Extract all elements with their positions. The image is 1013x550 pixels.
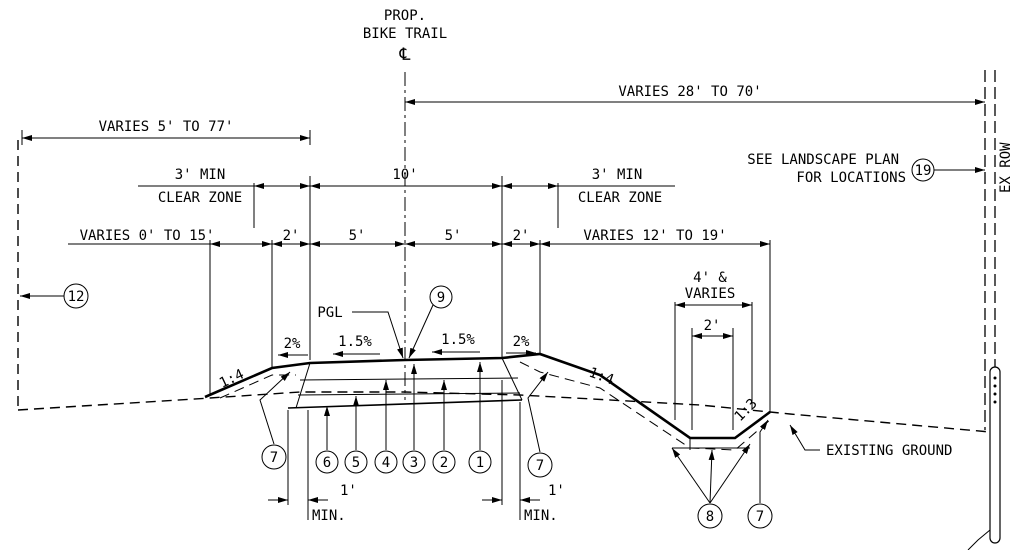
dim-min-right: 1' MIN. bbox=[482, 380, 565, 524]
callout-3: 3 bbox=[410, 455, 418, 471]
landscape-label-1: SEE LANDSCAPE PLAN bbox=[747, 152, 899, 168]
row-marker-post bbox=[989, 366, 1001, 544]
backslope-label: 1:3 bbox=[732, 396, 761, 425]
callout-7-mid-circle bbox=[527, 452, 553, 478]
existing-ground-line bbox=[17, 391, 991, 433]
finished-grade-line bbox=[204, 352, 771, 440]
callout-19: 19 bbox=[915, 163, 932, 179]
landscape-note: SEE LANDSCAPE PLAN FOR LOCATIONS 19 bbox=[747, 152, 985, 186]
callout-7-right-circle bbox=[747, 503, 773, 529]
callout-5-circle bbox=[344, 450, 368, 474]
callout-2-circle bbox=[432, 450, 456, 474]
dim-left-varies-label: VARIES 5' TO 77' bbox=[99, 119, 234, 135]
right-half-label: 5' bbox=[445, 228, 462, 244]
callout-4-circle bbox=[374, 450, 398, 474]
left-shoulder-slope-label: 2% bbox=[284, 336, 301, 352]
landscape-label-2: FOR LOCATIONS bbox=[796, 170, 906, 186]
callout-7-left-circle bbox=[261, 444, 287, 470]
callout-6: 6 bbox=[323, 455, 331, 471]
dim-row-lower: VARIES 0' TO 15' 2' 5' 5' 2' VARIES 12' … bbox=[68, 228, 771, 412]
pavement-edge-left bbox=[295, 362, 311, 409]
left-cross-slope-label: 1.5% bbox=[338, 334, 372, 350]
callout-8: 8 bbox=[706, 509, 714, 525]
right-of-way-group: EX ROW bbox=[967, 70, 1013, 550]
right-cross-slope-label: 1.5% bbox=[441, 332, 475, 348]
left-clear-zone-label: CLEAR ZONE bbox=[158, 190, 242, 206]
centerline-label-2: BIKE TRAIL bbox=[363, 26, 447, 42]
ex-row-label: EX ROW bbox=[998, 142, 1013, 193]
centerline-label-1: PROP. bbox=[384, 8, 426, 24]
callout-12-circle bbox=[63, 283, 89, 309]
callout-12-group: 12 bbox=[20, 283, 89, 309]
callout-9-circle bbox=[429, 285, 453, 309]
right-shoulder-range-label: VARIES 12' TO 19' bbox=[583, 228, 726, 244]
pavement-layer-2 bbox=[297, 392, 521, 396]
callout-8-group: 8 bbox=[671, 443, 751, 529]
proposed-section bbox=[204, 352, 771, 451]
pgl-label: PGL bbox=[317, 305, 342, 321]
callout-12: 12 bbox=[68, 289, 85, 305]
dim-ditch: 4' & VARIES 2' bbox=[674, 270, 753, 430]
pavement-layer-1 bbox=[299, 377, 519, 381]
right-min-label: MIN. bbox=[524, 508, 558, 524]
row-marker-leader bbox=[967, 529, 991, 550]
left-half-label: 5' bbox=[349, 228, 366, 244]
right-clear-zone-label: CLEAR ZONE bbox=[578, 190, 662, 206]
dim-min-left: 1' MIN. bbox=[268, 410, 357, 524]
trail-width-label: 10' bbox=[392, 167, 417, 183]
row-marker-dot-2 bbox=[993, 384, 997, 388]
ditch-bottom-label: 2' bbox=[704, 318, 721, 334]
pgl-callout: PGL 9 bbox=[317, 285, 453, 359]
callout-5: 5 bbox=[352, 455, 360, 471]
right-foreslope-label: 1:4 bbox=[587, 365, 616, 389]
dim-left-varies: VARIES 5' TO 77' bbox=[21, 119, 311, 145]
topsoil-right bbox=[519, 361, 771, 451]
callout-3-circle bbox=[402, 450, 426, 474]
dim-left-clear-zone: 3' MIN CLEAR ZONE bbox=[138, 167, 310, 228]
row-marker-dot-3 bbox=[993, 392, 997, 396]
centerline-group: PROP. BIKE TRAIL ℄ bbox=[363, 8, 447, 400]
row-marker-dot-1 bbox=[993, 376, 997, 380]
left-shoulder-range-label: VARIES 0' TO 15' bbox=[80, 228, 215, 244]
ditch-top-label-2: VARIES bbox=[685, 286, 736, 302]
callout-7-right: 7 bbox=[756, 509, 764, 525]
callout-6-circle bbox=[315, 450, 339, 474]
subgrade-line bbox=[287, 399, 523, 409]
callout-4: 4 bbox=[382, 455, 390, 471]
right-shoulder-label: 2' bbox=[513, 228, 530, 244]
left-min-offset-label: 1' bbox=[340, 483, 357, 499]
right-min-offset-label: 1' bbox=[548, 483, 565, 499]
callout-1-circle bbox=[468, 450, 492, 474]
dim-right-varies: VARIES 28' TO 70' bbox=[405, 84, 985, 105]
callout-9: 9 bbox=[437, 290, 445, 306]
callout-2: 2 bbox=[440, 455, 448, 471]
dim-right-varies-label: VARIES 28' TO 70' bbox=[618, 84, 761, 100]
right-shoulder-slope-label: 2% bbox=[513, 334, 530, 350]
layer-callouts: 1 2 3 4 5 6 bbox=[315, 362, 492, 474]
centerline-symbol: ℄ bbox=[399, 45, 411, 65]
callout-8-circle bbox=[697, 503, 723, 529]
left-min-label: MIN. bbox=[312, 508, 346, 524]
pavement-edge-right bbox=[501, 357, 523, 401]
right-clear-min-label: 3' MIN bbox=[592, 167, 643, 183]
dim-right-clear-zone: 3' MIN CLEAR ZONE bbox=[502, 167, 675, 228]
callout-1: 1 bbox=[476, 455, 484, 471]
ditch-top-label-1: 4' & bbox=[693, 270, 727, 286]
callout-7-group: 7 7 7 bbox=[259, 371, 773, 529]
dim-trail-width: 10' bbox=[309, 167, 503, 360]
existing-ground-label: EXISTING GROUND bbox=[826, 443, 952, 459]
callout-7-left: 7 bbox=[270, 450, 278, 466]
left-shoulder-label: 2' bbox=[283, 228, 300, 244]
left-clear-min-label: 3' MIN bbox=[175, 167, 226, 183]
row-marker-dot-4 bbox=[993, 400, 997, 404]
existing-ground-callout: EXISTING GROUND bbox=[789, 424, 952, 459]
callout-7-mid: 7 bbox=[536, 458, 544, 474]
